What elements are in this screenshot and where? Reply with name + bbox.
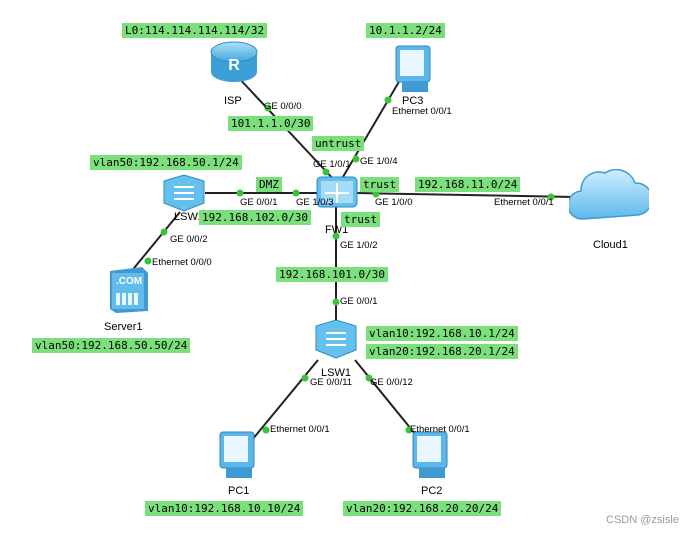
port-dot <box>322 168 330 176</box>
lsw2-name: LSW2 <box>174 211 204 223</box>
port-label: GE 0/0/1 <box>240 197 278 208</box>
pc-icon <box>412 431 448 478</box>
port-label: GE 0/0/0 <box>264 101 302 112</box>
port-label: Ethernet 0/0/0 <box>152 257 212 268</box>
port-dot <box>160 228 168 236</box>
port-dot <box>405 426 413 434</box>
cloud-net-label: 192.168.11.0/24 <box>415 177 521 192</box>
port-dot <box>262 426 270 434</box>
pc2-name: PC2 <box>421 485 443 497</box>
port-dot <box>332 298 340 306</box>
pc2-ip-label: vlan20:192.168.20.20/24 <box>343 501 502 516</box>
port-label: GE 1/0/3 <box>296 197 334 208</box>
port-label: GE 1/0/1 <box>313 159 351 170</box>
pc-icon <box>395 45 431 92</box>
link-pc3-fw1[interactable] <box>339 79 401 183</box>
port-label: GE 0/0/12 <box>370 377 413 388</box>
port-dot <box>352 155 360 163</box>
port-dot <box>384 96 392 104</box>
cloud1-name: Cloud1 <box>593 239 628 251</box>
server-ip-label: vlan50:192.168.50.50/24 <box>32 338 191 353</box>
server-icon <box>110 267 148 313</box>
firewall-icon <box>316 176 358 208</box>
port-dot <box>236 189 244 197</box>
port-dot <box>372 190 380 198</box>
isp-name: ISP <box>224 95 242 107</box>
svg-text:R: R <box>228 57 240 74</box>
server-logo: .COM <box>116 276 143 287</box>
lsw1-name: LSW1 <box>321 367 351 379</box>
pc3-name: PC3 <box>402 95 424 107</box>
cloud-icon <box>567 168 653 220</box>
port-dot <box>301 374 309 382</box>
port-dot <box>365 374 373 382</box>
port-label: Ethernet 0/0/1 <box>392 106 452 117</box>
lsw2-switch[interactable] <box>160 173 208 213</box>
link-lsw2-server1[interactable] <box>129 211 181 274</box>
server1[interactable]: .COM <box>104 265 152 315</box>
port-label: GE 0/0/1 <box>340 296 378 307</box>
trust-zone-label-lower: trust <box>341 212 381 227</box>
isp-router[interactable]: R <box>208 40 260 86</box>
isp-link-label: 101.1.1.0/30 <box>228 116 314 131</box>
pc1-name: PC1 <box>228 485 250 497</box>
switch-icon <box>163 174 205 212</box>
lsw2-vlanif-label: vlan50:192.168.50.1/24 <box>90 155 242 170</box>
port-label: Ethernet 0/0/1 <box>494 197 554 208</box>
pc3[interactable] <box>388 42 436 94</box>
lsw1-vlanif20-label: vlan20:192.168.20.1/24 <box>366 344 518 359</box>
cloud1[interactable] <box>567 155 653 233</box>
untrust-zone-label: untrust <box>312 136 365 151</box>
isp-loopback-label: L0:114.114.114.114/32 <box>122 23 268 38</box>
fw1-firewall[interactable] <box>315 171 359 211</box>
pc1-ip-label: vlan10:192.168.10.10/24 <box>145 501 304 516</box>
dmz-link-label: 192.168.102.0/30 <box>199 210 311 225</box>
port-dot <box>547 193 555 201</box>
port-label: GE 1/0/4 <box>360 156 398 167</box>
lsw1-vlanif10-label: vlan10:192.168.10.1/24 <box>366 326 518 341</box>
port-label: GE 1/0/2 <box>340 240 378 251</box>
port-label: GE 1/0/0 <box>375 197 413 208</box>
trust-zone-label-upper: trust <box>360 177 400 192</box>
switch-icon <box>315 319 357 359</box>
link-lsw1-pc1[interactable] <box>251 359 319 441</box>
lsw1-link-label: 192.168.101.0/30 <box>276 267 388 282</box>
port-dot <box>292 189 300 197</box>
watermark: CSDN @zsisle <box>606 514 679 526</box>
server1-name: Server1 <box>104 321 143 333</box>
port-label: GE 0/0/2 <box>170 234 208 245</box>
pc-icon <box>219 431 255 478</box>
router-icon: R <box>210 41 258 82</box>
port-dot <box>264 104 272 112</box>
port-dot <box>332 232 340 240</box>
lsw1-switch[interactable] <box>312 318 360 360</box>
port-label: Ethernet 0/0/1 <box>270 424 330 435</box>
pc3-ip-label: 10.1.1.2/24 <box>366 23 445 38</box>
dmz-zone-label: DMZ <box>256 177 282 192</box>
pc1[interactable] <box>212 428 260 480</box>
port-dot <box>144 257 152 265</box>
link-fw1-cloud1[interactable] <box>355 192 576 198</box>
fw1-name: FW1 <box>325 224 349 236</box>
pc2[interactable] <box>405 428 453 480</box>
port-label: Ethernet 0/0/1 <box>410 424 470 435</box>
port-label: GE 0/0/11 <box>310 377 353 388</box>
